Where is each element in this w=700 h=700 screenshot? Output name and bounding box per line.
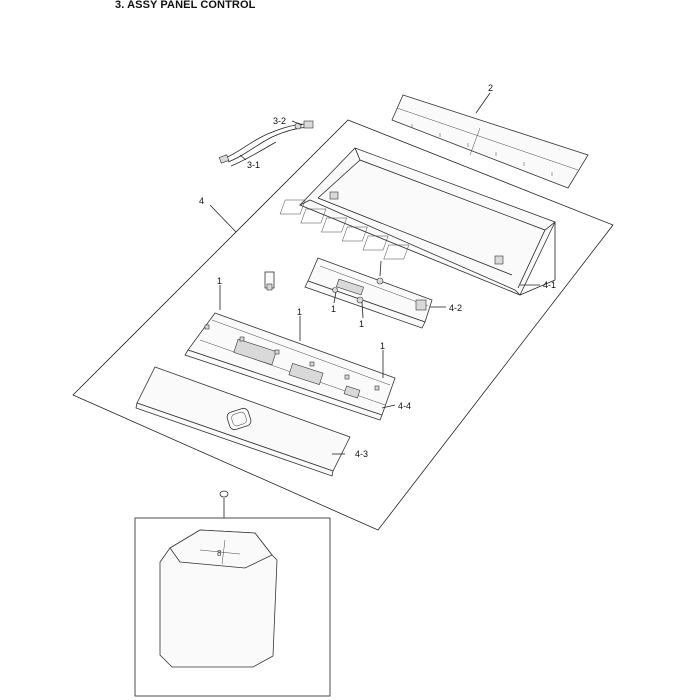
callout-4-3: 4-3 [355,449,368,459]
top-cover-part-2 [391,94,589,189]
callout-3-1: 3-1 [247,160,260,170]
assembly-4-boundary [72,119,614,531]
page-title: 3. ASSY PANEL CONTROL [115,0,256,11]
console-housing-part-4-1 [279,147,556,296]
control-box-part-4-2 [304,257,433,329]
front-panel-part-4-3 [135,366,351,477]
washer-location-inset [134,490,331,697]
callout-1-control-box-left: 1 [331,304,336,314]
panel-led-display: 8 [217,549,222,558]
pcb-frame-part-4-4 [184,312,396,421]
callout-3-2: 3-2 [273,116,286,126]
callout-leaders [209,92,540,455]
connector-part [264,271,275,291]
callout-2: 2 [488,83,493,93]
callout-4-4: 4-4 [398,401,411,411]
callout-4-1: 4-1 [543,280,556,290]
callout-1-control-box-right: 1 [359,319,364,329]
wire-harness-part-3 [218,120,314,167]
callout-4: 4 [199,196,204,206]
callout-1-pcb-frame-left: 1 [217,276,222,286]
callout-4-2: 4-2 [449,303,462,313]
callout-1-pcb-frame-right: 1 [380,341,385,351]
callout-1-pcb-frame-middle: 1 [297,307,302,317]
